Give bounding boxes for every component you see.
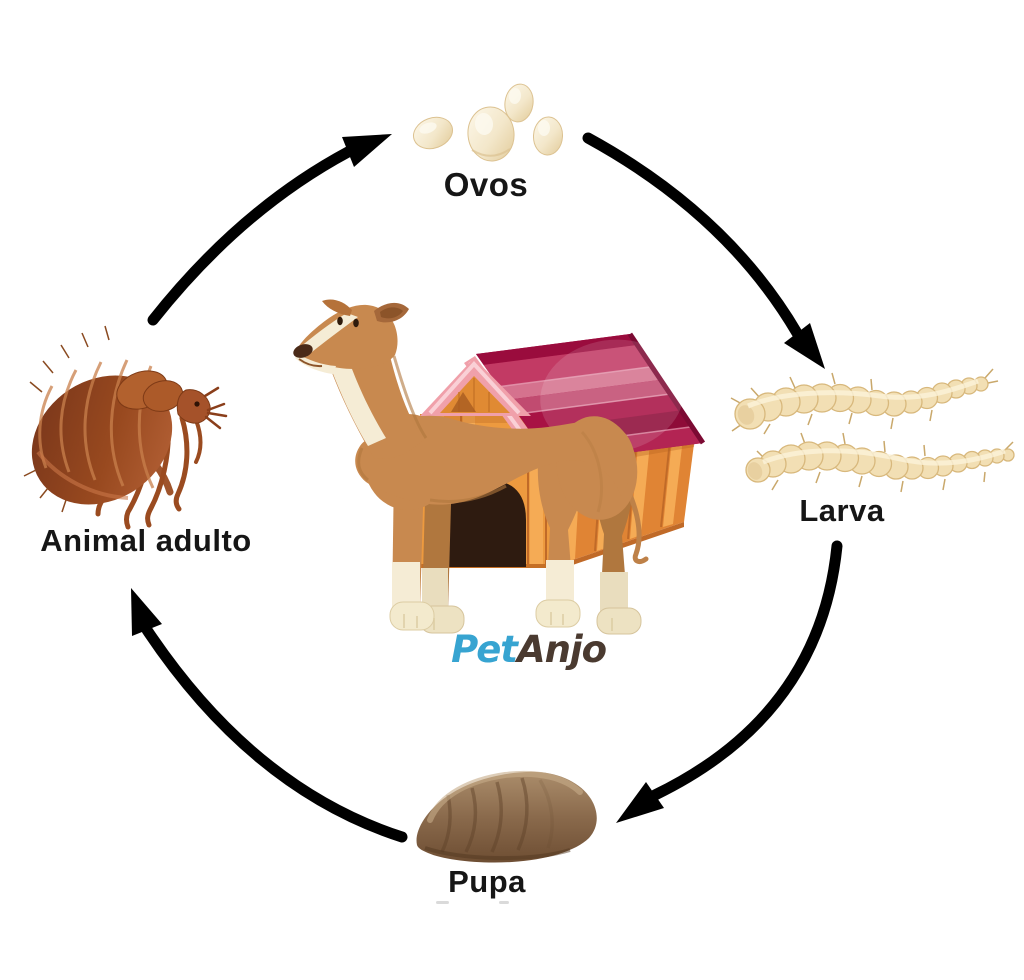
eggs-illustration: Ovos xyxy=(413,83,564,203)
dog-illustration xyxy=(293,299,649,635)
dog-nose xyxy=(293,344,313,358)
petanjo-logo-pet: Pet xyxy=(451,628,519,671)
dog-far-rear-sock xyxy=(600,572,628,614)
stage-label-larva: Larva xyxy=(799,493,884,528)
flea-rim-highlight xyxy=(36,450,129,500)
cropped-text-remnant xyxy=(436,901,509,904)
petanjo-logo: Pet Anjo xyxy=(451,628,608,671)
egg-icon xyxy=(413,116,453,150)
dog-ear-left xyxy=(322,299,352,316)
flea-bristles xyxy=(23,325,110,513)
flea-segments xyxy=(38,359,155,489)
egg-icon xyxy=(532,116,564,156)
flea-eye xyxy=(194,401,200,407)
larvae-illustration: Larva xyxy=(730,368,1015,528)
pupa-body xyxy=(416,771,597,863)
pupa-shadow-edge xyxy=(424,846,571,861)
doghouse-roof xyxy=(476,332,706,463)
dog-face-blaze xyxy=(298,313,358,357)
dog-eye xyxy=(353,318,359,328)
doghouse-door xyxy=(449,480,526,567)
pupa-illustration: Pupa xyxy=(416,770,597,904)
egg-icon xyxy=(504,83,534,123)
arrow-larva-to-pupa-icon xyxy=(616,540,843,823)
flea-mouthparts xyxy=(203,386,228,430)
dog-chest-blaze xyxy=(327,358,386,446)
dog-toe-lines xyxy=(403,612,613,631)
arrow-adult-to-eggs-icon xyxy=(147,134,392,326)
arrow-eggs-to-larva-icon xyxy=(582,132,825,369)
dog-head xyxy=(293,299,409,374)
pupa-highlight xyxy=(427,770,583,823)
dog-chin xyxy=(295,354,336,374)
dog-shading xyxy=(357,355,603,513)
flea-thorax-plate xyxy=(142,380,184,412)
stage-label-animal-adulto: Animal adulto xyxy=(40,523,251,558)
petanjo-logo-anjo: Anjo xyxy=(514,628,607,671)
dog-paw xyxy=(535,599,581,628)
dog-near-rear-sock xyxy=(546,560,574,606)
larva-icon xyxy=(745,432,1015,493)
dog-eye xyxy=(337,316,343,326)
dog-ear-inner xyxy=(380,307,403,319)
arrow-pupa-to-adult-icon xyxy=(131,588,408,843)
dog-paw xyxy=(389,601,435,631)
dog-mouth xyxy=(298,358,323,368)
flea-illustration: Animal adulto xyxy=(23,325,251,558)
stage-label-ovos: Ovos xyxy=(444,166,529,203)
larva-icon xyxy=(730,368,999,435)
flea-head xyxy=(176,389,211,424)
dog-paw xyxy=(596,607,642,635)
cycle-arrows xyxy=(131,132,843,843)
egg-icon xyxy=(467,106,515,162)
stage-label-pupa: Pupa xyxy=(448,864,526,899)
pupa-segments xyxy=(440,777,554,853)
